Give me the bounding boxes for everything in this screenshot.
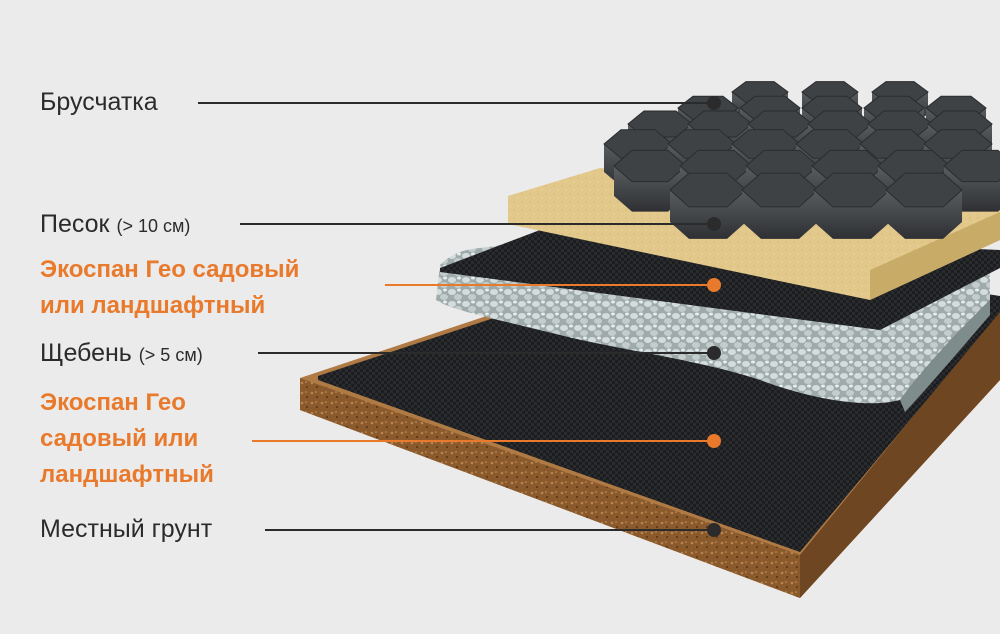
paver-top-29: [885, 172, 963, 208]
label-geo-top-line1: Экоспан Гео садовый: [40, 256, 300, 283]
label-gravel-note: (> 5 см): [138, 345, 203, 365]
label-geo-top: Экоспан Гео садовый или ландшафтный: [40, 252, 299, 324]
paver-top-20: [613, 149, 687, 183]
paving-layer: [603, 81, 1000, 239]
paver-top-28: [813, 172, 891, 208]
marker-sand: [707, 217, 721, 231]
marker-geo-bottom: [707, 434, 721, 448]
paver-top-25: [943, 149, 1000, 183]
label-soil: Местный грунт: [40, 515, 213, 543]
label-geo-bottom-line2: садовый или: [40, 425, 199, 452]
label-geo-bottom-line3: ландшафтный: [40, 461, 214, 488]
label-geo-top-line2: или ландшафтный: [40, 292, 266, 319]
paver-top-26: [669, 172, 747, 208]
marker-geo-top: [707, 278, 721, 292]
label-geo-bottom-line1: Экоспан Гео: [40, 389, 186, 416]
label-sand: Песок (> 10 см): [40, 212, 190, 237]
paver-side-27: [742, 190, 818, 239]
label-gravel: Щебень (> 5 см): [40, 341, 203, 366]
paver-side-29: [886, 190, 962, 239]
paver-side-28: [814, 190, 890, 239]
marker-soil: [707, 523, 721, 537]
label-geo-bottom: Экоспан Гео садовый или ландшафтный: [40, 385, 214, 493]
marker-paving: [707, 96, 721, 110]
label-sand-note: (> 10 см): [116, 216, 191, 236]
label-gravel-text: Щебень: [40, 339, 132, 367]
marker-gravel: [707, 346, 721, 360]
label-paving: Брусчатка: [40, 88, 158, 116]
paver-top-27: [741, 172, 819, 208]
leader-lines: [198, 96, 721, 537]
label-sand-text: Песок: [40, 210, 110, 238]
paver-side-20: [614, 166, 686, 212]
paver-side-26: [670, 190, 746, 239]
